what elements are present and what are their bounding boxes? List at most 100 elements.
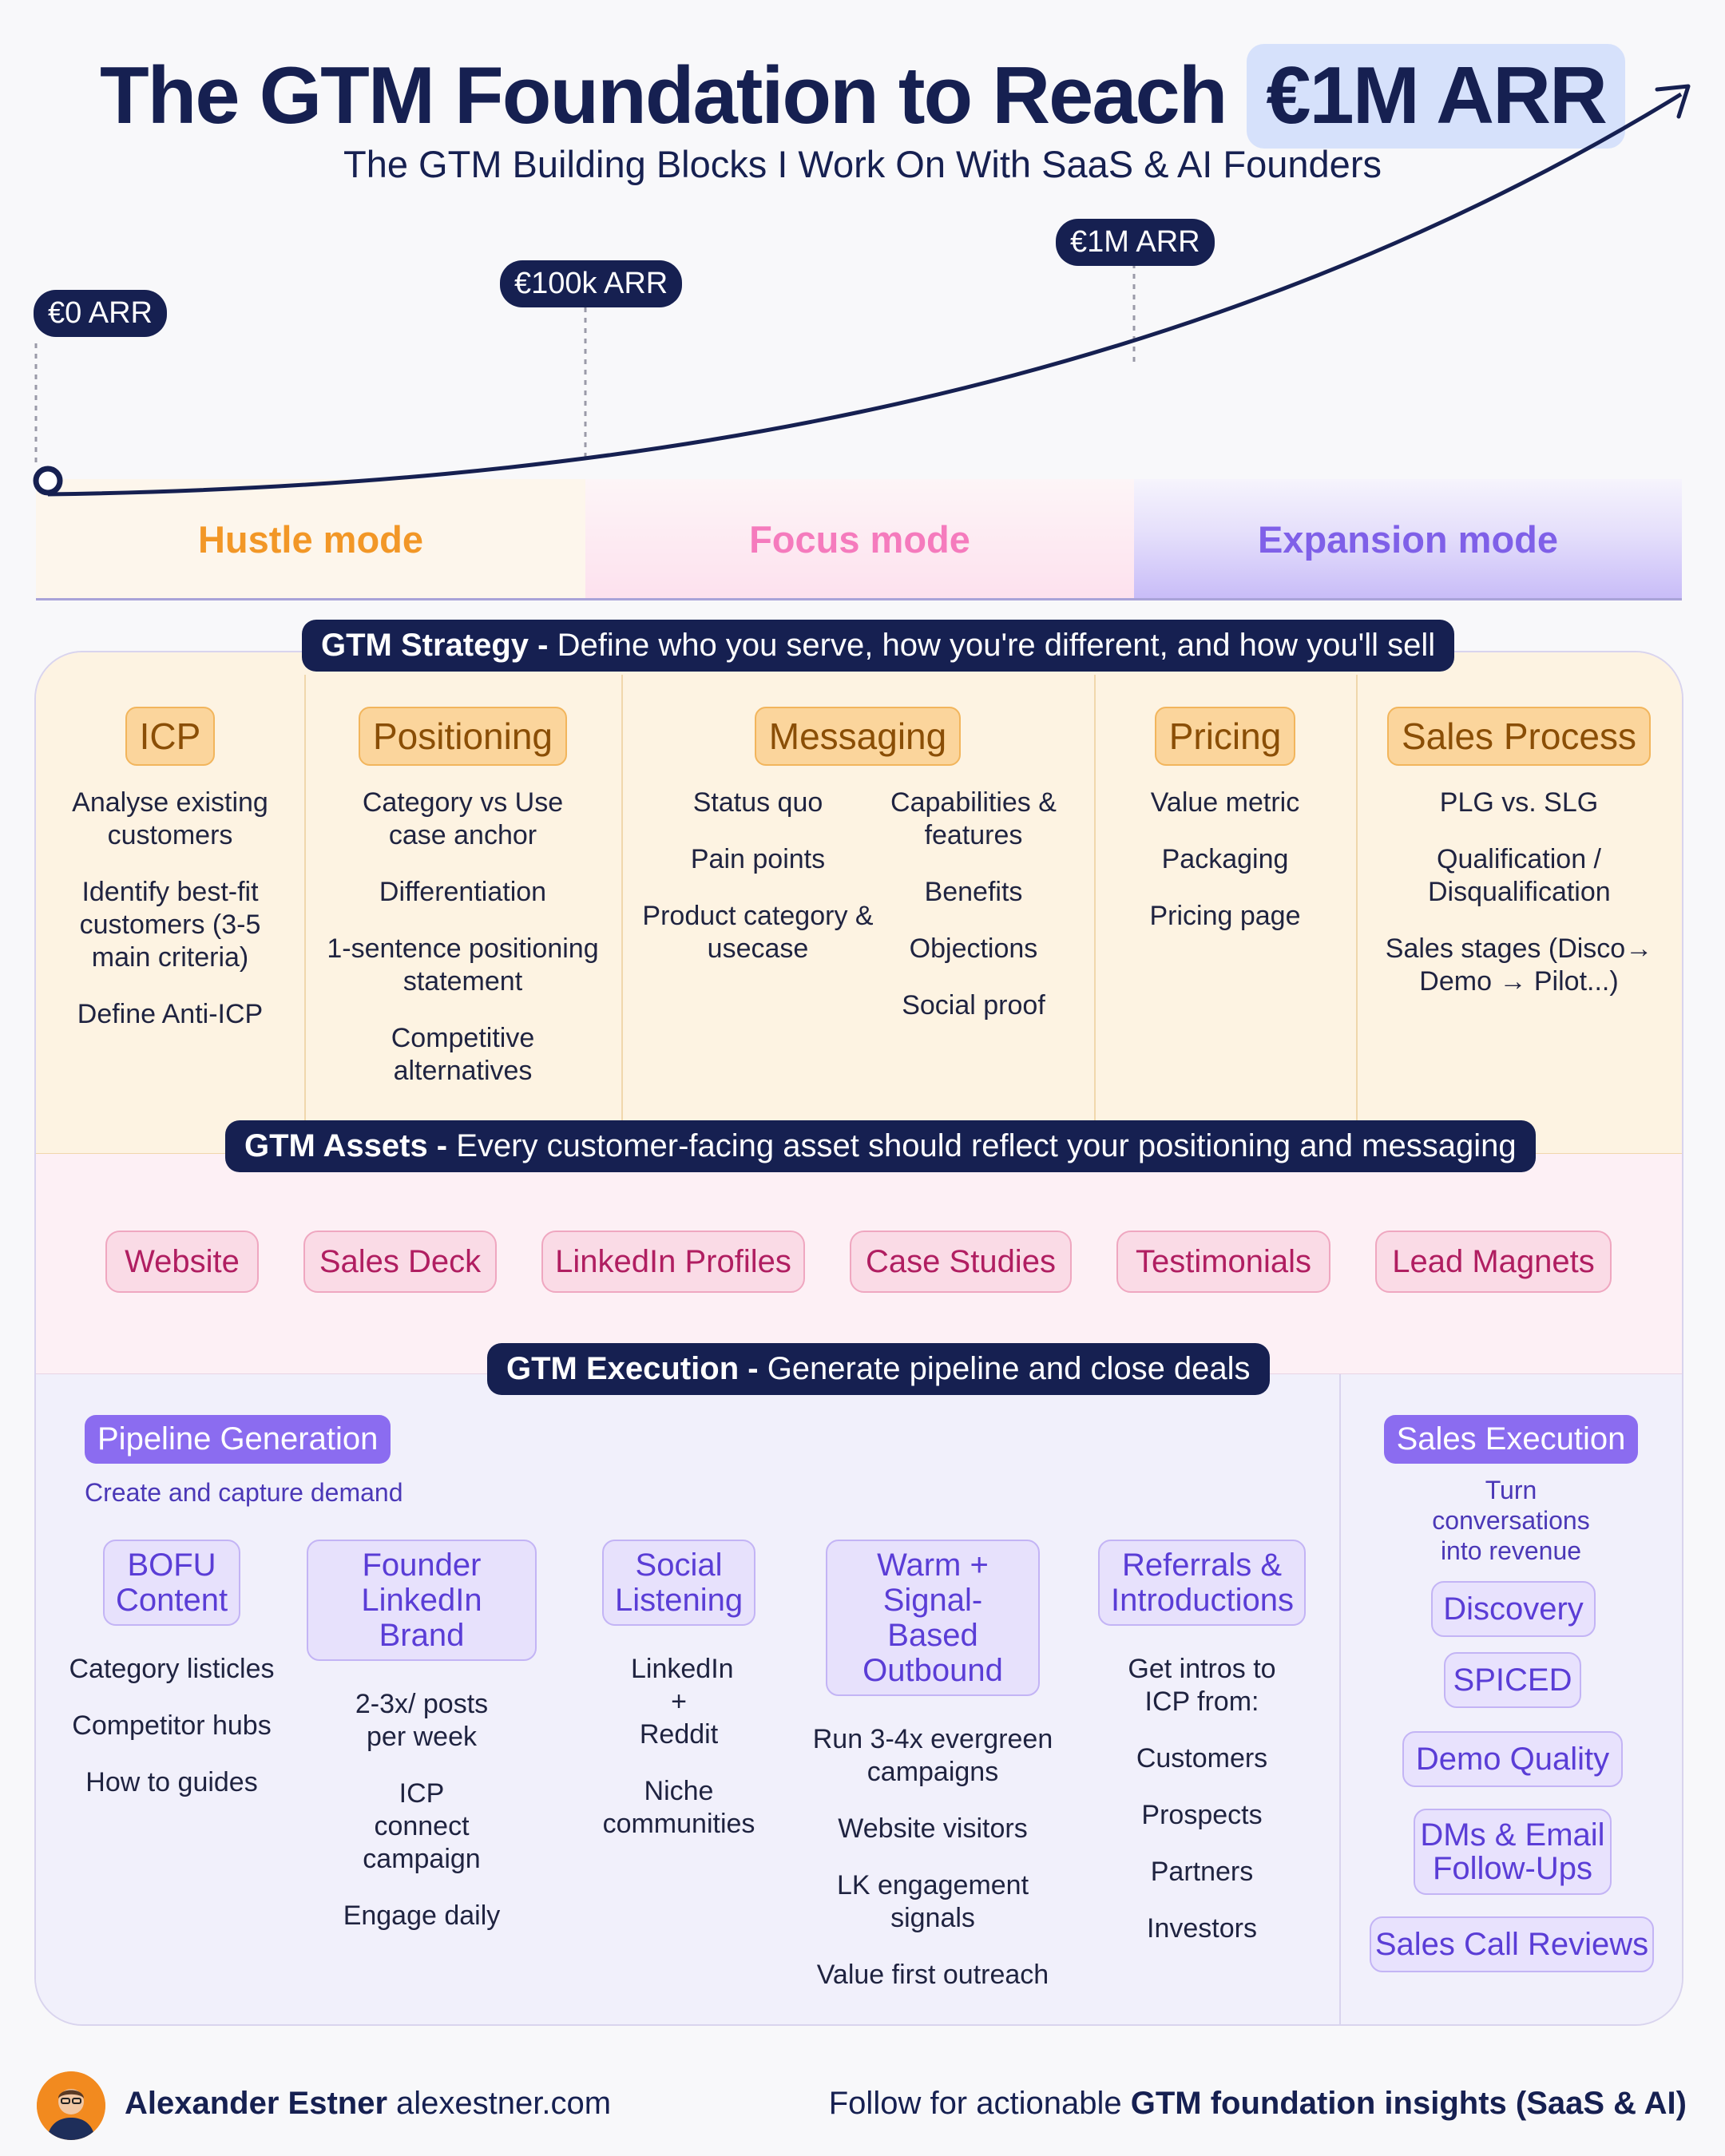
list-item: ICP connect campaign — [363, 1778, 481, 1874]
execution-divider — [1339, 1374, 1341, 2024]
sales-demo-quality: Demo Quality — [1402, 1731, 1623, 1787]
list-item: 2-3x/ posts per week — [355, 1689, 489, 1752]
list-item: Get intros to ICP from: — [1128, 1654, 1276, 1717]
growth-arrow-icon — [1655, 84, 1691, 119]
asset-case-studies: Case Studies — [850, 1231, 1072, 1293]
growth-curve-graphic — [33, 84, 1691, 497]
list-item: Competitor hubs — [72, 1710, 272, 1741]
list-item: Category vs Use case anchor — [362, 787, 564, 850]
list-item: Prospects — [1141, 1800, 1263, 1830]
list-item: Sales stages (Disco→ Demo → Pilot...) — [1385, 933, 1653, 997]
asset-website: Website — [105, 1231, 259, 1293]
execution-label: GTM Execution - Generate pipeline and cl… — [487, 1343, 1270, 1395]
sales-process-column: Sales Process PLG vs. SLG Qualification … — [1356, 707, 1682, 998]
execution-section — [36, 1374, 1682, 2024]
sales-discovery: Discovery — [1431, 1581, 1596, 1637]
list-item: Status quo — [692, 787, 823, 818]
asset-lead-magnets: Lead Magnets — [1375, 1231, 1612, 1293]
mode-baseline — [36, 598, 1682, 600]
author-website-link[interactable]: alexestner.com — [396, 2086, 612, 2121]
outbound-badge: Warm + Signal-Based Outbound — [826, 1540, 1040, 1696]
page-title: The GTM Foundation to Reach — [99, 51, 1227, 141]
list-item: Qualification / Disqualification — [1428, 844, 1611, 907]
strategy-divider — [1356, 675, 1358, 1153]
mode-focus: Focus mode — [585, 479, 1134, 599]
sales-dms-email-follow-ups: DMs & Email Follow-Ups — [1414, 1809, 1612, 1895]
sales-execution-column: Sales Execution Turn conversations into … — [1339, 1415, 1683, 1566]
bofu-badge: BOFU Content — [103, 1540, 240, 1626]
pricing-column: Pricing Value metric Packaging Pricing p… — [1094, 707, 1356, 933]
sales-execution-badge: Sales Execution — [1383, 1415, 1639, 1464]
list-item: Investors — [1147, 1913, 1257, 1944]
milestone-1m-arr: €1M ARR — [1056, 219, 1215, 266]
list-item: LinkedIn + Reddit — [631, 1654, 734, 1750]
sales-execution-subtitle: Turn conversations into revenue — [1432, 1476, 1590, 1565]
list-item: Run 3-4x evergreen campaigns — [812, 1724, 1053, 1787]
social-listening-badge: Social Listening — [602, 1540, 755, 1626]
referrals-badge: Referrals & Introductions — [1098, 1540, 1306, 1626]
asset-linkedin-profiles: LinkedIn Profiles — [541, 1231, 805, 1293]
milestone-0-arr: €0 ARR — [34, 290, 167, 337]
milestone-100k-arr: €100k ARR — [500, 260, 683, 307]
messaging-column: Messaging Status quo Pain points Product… — [621, 707, 1094, 1022]
list-item: Pain points — [690, 844, 826, 874]
strategy-label: GTM Strategy - Define who you serve, how… — [302, 620, 1455, 672]
strategy-divider — [621, 675, 623, 1153]
list-item: Social proof — [902, 990, 1045, 1021]
asset-testimonials: Testimonials — [1116, 1231, 1330, 1293]
list-item: Category listicles — [69, 1654, 275, 1684]
follow-cta: Follow for actionable GTM foundation ins… — [828, 2086, 1687, 2121]
list-item: LK engagement signals — [836, 1870, 1029, 1933]
list-item: Differentiation — [379, 877, 547, 907]
pricing-badge: Pricing — [1154, 707, 1296, 766]
list-item: Objections — [909, 933, 1038, 964]
asset-sales-deck: Sales Deck — [303, 1231, 497, 1293]
start-point-icon — [33, 466, 63, 496]
author-name: Alexander Estner — [125, 2086, 388, 2121]
list-item: Define Anti-ICP — [77, 999, 264, 1029]
messaging-badge: Messaging — [754, 707, 962, 766]
mode-hustle: Hustle mode — [36, 479, 585, 599]
social-listening-column: Social Listening LinkedIn + Reddit Niche… — [583, 1540, 775, 1841]
list-item: Customers — [1136, 1743, 1268, 1774]
mode-expansion: Expansion mode — [1134, 479, 1682, 599]
list-item: Pricing page — [1149, 901, 1301, 931]
positioning-badge: Positioning — [358, 707, 568, 766]
list-item: Identify best-fit customers (3-5 main cr… — [79, 877, 261, 973]
strategy-divider — [1094, 675, 1096, 1153]
title-row: The GTM Foundation to Reach€1M ARR — [0, 44, 1725, 149]
referrals-column: Referrals & Introductions Get intros to … — [1086, 1540, 1318, 1945]
avatar — [37, 2071, 105, 2140]
assets-label: GTM Assets - Every customer-facing asset… — [225, 1120, 1536, 1172]
list-item: PLG vs. SLG — [1439, 787, 1599, 818]
list-item: Analyse existing customers — [72, 787, 268, 850]
pipeline-generation-badge: Pipeline Generation — [85, 1415, 391, 1464]
pipeline-generation-subtitle: Create and capture demand — [85, 1478, 403, 1507]
list-item: Value metric — [1150, 787, 1300, 818]
list-item: 1-sentence positioning statement — [327, 933, 599, 997]
sales-call-reviews: Sales Call Reviews — [1370, 1916, 1654, 1972]
list-item: Value first outreach — [816, 1960, 1049, 1990]
founder-brand-column: Founder LinkedIn Brand 2-3x/ posts per w… — [302, 1540, 541, 1932]
list-item: Website visitors — [838, 1813, 1028, 1844]
page-subtitle: The GTM Building Blocks I Work On With S… — [343, 143, 1382, 185]
sales-spiced: SPICED — [1444, 1652, 1581, 1708]
title-highlight: €1M ARR — [1247, 44, 1625, 149]
sales-process-badge: Sales Process — [1386, 707, 1651, 766]
list-item: Benefits — [924, 877, 1023, 907]
strategy-divider — [304, 675, 306, 1153]
list-item: Competitive alternatives — [391, 1023, 535, 1086]
list-item: Engage daily — [343, 1900, 501, 1931]
list-item: Packaging — [1161, 844, 1289, 874]
list-item: Niche communities — [602, 1776, 755, 1839]
outbound-column: Warm + Signal-Based Outbound Run 3-4x ev… — [789, 1540, 1077, 1992]
list-item: How to guides — [85, 1767, 258, 1797]
bofu-column: BOFU Content Category listicles Competit… — [52, 1540, 291, 1799]
list-item: Product category & usecase — [642, 901, 874, 964]
list-item: Partners — [1150, 1857, 1254, 1887]
founder-brand-badge: Founder LinkedIn Brand — [307, 1540, 537, 1661]
list-item: Capabilities & features — [890, 787, 1057, 850]
icp-badge: ICP — [125, 707, 216, 766]
positioning-column: Positioning Category vs Use case anchor … — [304, 707, 621, 1088]
growth-curve — [47, 92, 1683, 497]
